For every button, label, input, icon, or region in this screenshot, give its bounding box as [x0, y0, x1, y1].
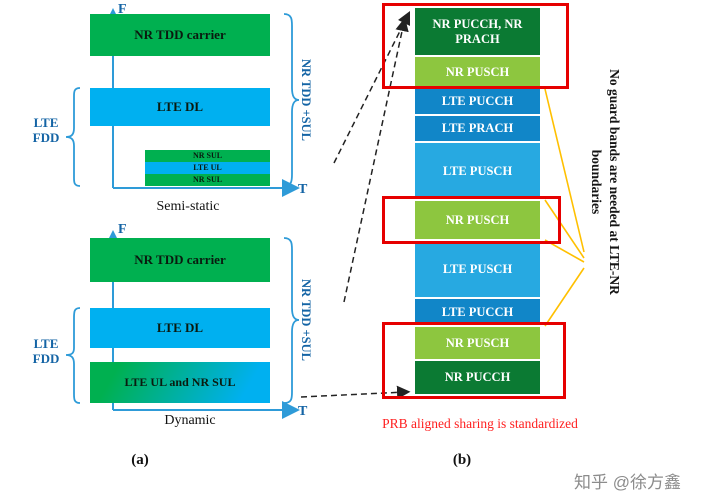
highlight-box-top: [382, 3, 569, 89]
band-lte-pusch: LTE PUSCH: [415, 143, 540, 199]
semi-static-caption: Semi-static: [156, 199, 220, 214]
panel-b-label: (b): [452, 452, 472, 468]
nr-tdd-carrier-box: NR TDD carrier: [90, 14, 270, 56]
watermark: 知乎 @徐方鑫: [574, 473, 681, 492]
band-lte-prach: LTE PRACH: [415, 116, 540, 141]
lte-ul-nr-sul-box: LTE UL and NR SUL: [90, 362, 270, 403]
band-nr-pusch: NR PUSCH: [415, 201, 540, 239]
band-nr-pusch: NR PUSCH: [415, 327, 540, 359]
band-lte-pucch: LTE PUCCH: [415, 89, 540, 114]
band-lte-pusch: LTE PUSCH: [415, 241, 540, 297]
t-axis-label: T: [298, 182, 308, 197]
lte-fdd-label: LTE FDD: [32, 336, 60, 366]
lte-fdd-label: LTE FDD: [32, 115, 60, 145]
band-nr-pucch-prach: NR PUCCH, NR PRACH: [415, 8, 540, 55]
nr-tdd-sul-label: NR TDD +SUL: [299, 59, 313, 141]
lte-dl-box: LTE DL: [90, 308, 270, 348]
band-nr-pucch: NR PUCCH: [415, 361, 540, 394]
dynamic-caption: Dynamic: [164, 413, 216, 428]
f-axis-label: F: [118, 222, 127, 237]
panel-a-label: (a): [131, 452, 149, 468]
band-nr-pusch: NR PUSCH: [415, 57, 540, 87]
nr-sul-band: NR SUL: [145, 174, 270, 186]
no-guard-bands-note: No guard bands are needed at LTE-NR boun…: [588, 69, 622, 295]
nr-sul-band: NR SUL: [145, 150, 270, 162]
lte-dl-box: LTE DL: [90, 88, 270, 126]
t-axis-label: T: [298, 404, 308, 419]
lte-ul-band: LTE UL: [145, 162, 270, 174]
prb-sharing-stack: NR PUCCH, NR PRACH NR PUSCH LTE PUCCH LT…: [415, 8, 540, 396]
highlight-box-bottom: [382, 322, 566, 399]
f-axis-label: F: [118, 2, 127, 17]
prb-aligned-note: PRB aligned sharing is standardized: [382, 416, 578, 431]
nr-tdd-sul-label: NR TDD +SUL: [299, 279, 313, 361]
nr-tdd-carrier-box: NR TDD carrier: [90, 238, 270, 282]
band-lte-pucch: LTE PUCCH: [415, 299, 540, 325]
highlight-box-middle: [382, 196, 561, 244]
